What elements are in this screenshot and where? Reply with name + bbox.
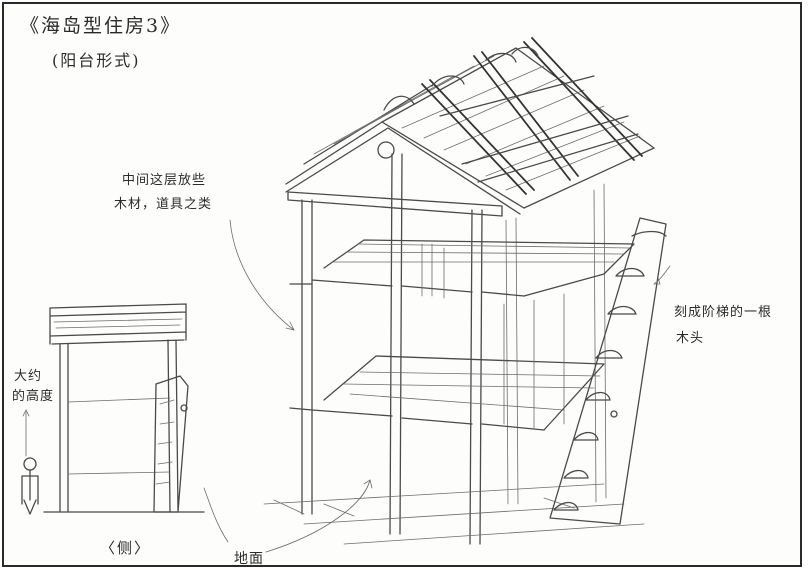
middle-layer-note-line2: 木材，道具之类 [114, 197, 213, 212]
height-note-line1: 大约 [14, 369, 43, 384]
middle-layer-note-line1: 中间这层放些 [122, 173, 207, 188]
side-view-label: 〈侧〉 [100, 539, 152, 557]
stilt-house-drawing [229, 37, 671, 553]
side-view-drawing [21, 303, 229, 543]
ladder-note-line1: 刻成阶梯的一根 [674, 305, 773, 320]
page-subtitle: (阳台形式) [52, 51, 141, 70]
height-note-line2: 的高度 [12, 389, 55, 404]
sketch-drawing [21, 37, 671, 553]
ladder-note-line2: 木头 [676, 331, 705, 346]
page-title: 《海岛型住房3》 [20, 15, 182, 37]
ground-label: 地面 [234, 551, 264, 567]
sketch-sheet: 《海岛型住房3》 (阳台形式) 中间这层放些 木材，道具之类 刻成阶梯的一根 木… [2, 2, 802, 567]
